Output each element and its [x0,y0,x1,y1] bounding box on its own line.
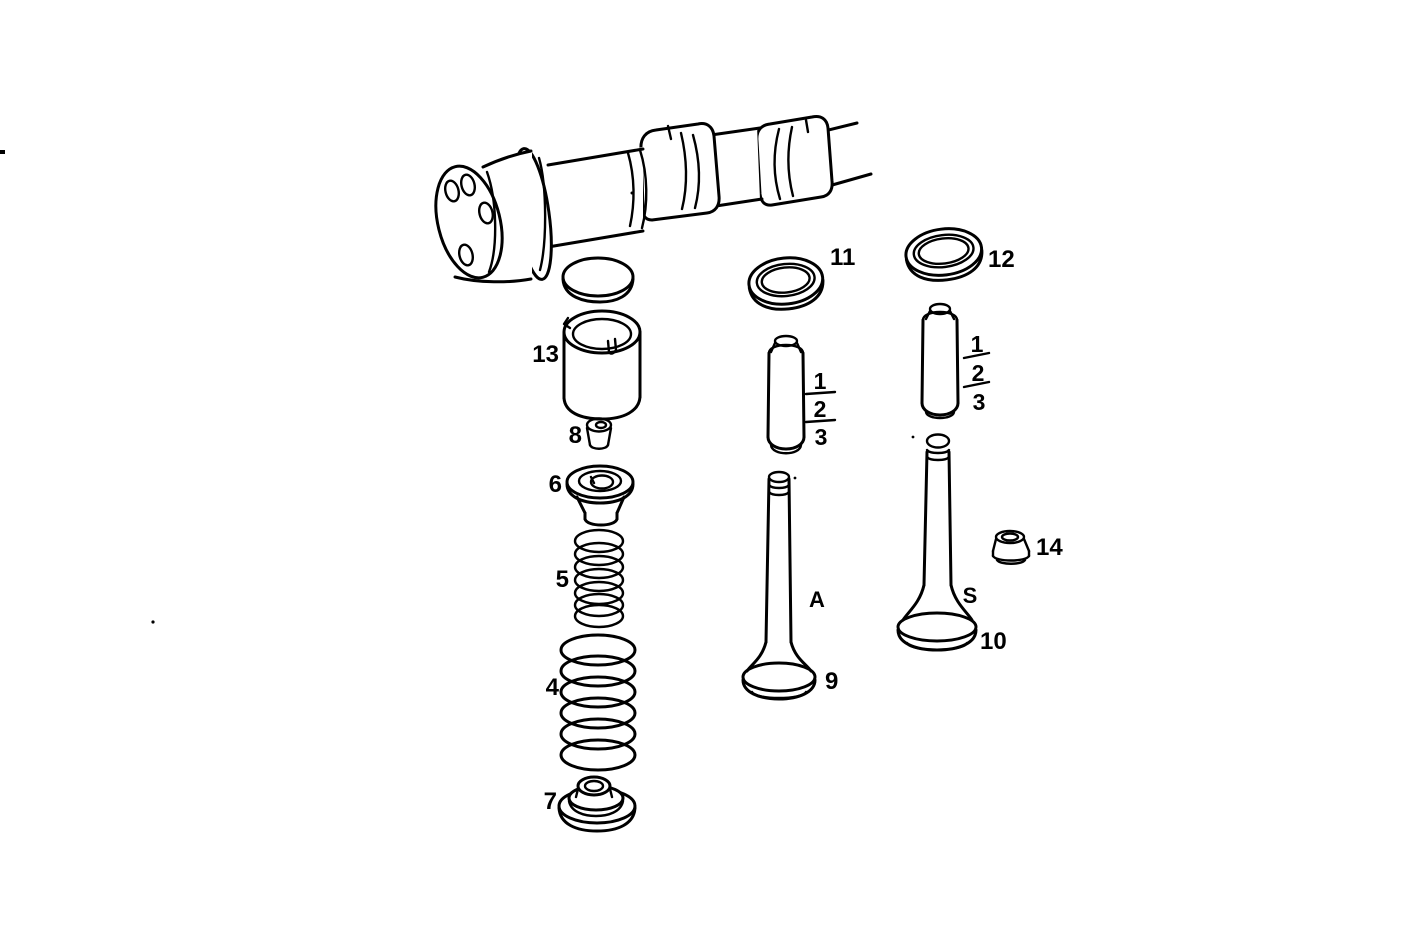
callout-7: 7 [544,788,557,815]
stack-row-2: 2 [972,360,985,386]
guide-variant-stack-exhaust: 1 2 3 [962,331,991,415]
intake-valve-guide [766,334,806,455]
valve-cotter [585,417,613,450]
exhaust-valve [896,433,978,652]
exhaust-valve-guide [920,302,960,420]
callout-13: 13 [532,341,559,368]
callout-14: 14 [1036,534,1063,561]
stack-row-3: 3 [973,389,986,415]
fraction-line [804,390,837,396]
outer-valve-spring [559,633,637,772]
callout-6: 6 [549,471,562,498]
spring-seat [557,775,637,833]
intake-valve [741,470,817,701]
seal-ring-exhaust [904,227,984,282]
callouts: 13 8 6 5 4 7 11 12 9 10 14 A S [532,244,1063,815]
callout-9: 9 [825,668,838,695]
callout-10: 10 [980,628,1007,655]
spring-retainer [565,464,635,527]
stack-row-2: 2 [814,396,827,422]
callout-12: 12 [988,246,1015,273]
seal-ring-intake [747,256,825,311]
exhaust-valve-letter: S [963,583,978,608]
fraction-line [804,418,837,424]
camshaft-flange-holes [444,173,494,267]
bucket-tappet [562,309,642,421]
valve-stem-cap [991,529,1031,565]
callout-11: 11 [830,244,855,271]
inner-valve-spring [573,528,625,629]
print-specks [0,150,915,624]
fraction-line [962,380,991,389]
guide-variant-stack-intake: 1 2 3 [804,368,837,450]
stack-row-1: 1 [971,331,984,357]
callout-8: 8 [569,422,582,449]
camshaft [434,115,873,284]
callout-4: 4 [546,674,560,701]
fraction-line [962,351,991,360]
tappet-shim [561,256,635,304]
callout-5: 5 [556,566,569,593]
stack-row-1: 1 [814,368,827,394]
intake-valve-letter: A [809,587,825,612]
stack-row-3: 3 [815,424,828,450]
